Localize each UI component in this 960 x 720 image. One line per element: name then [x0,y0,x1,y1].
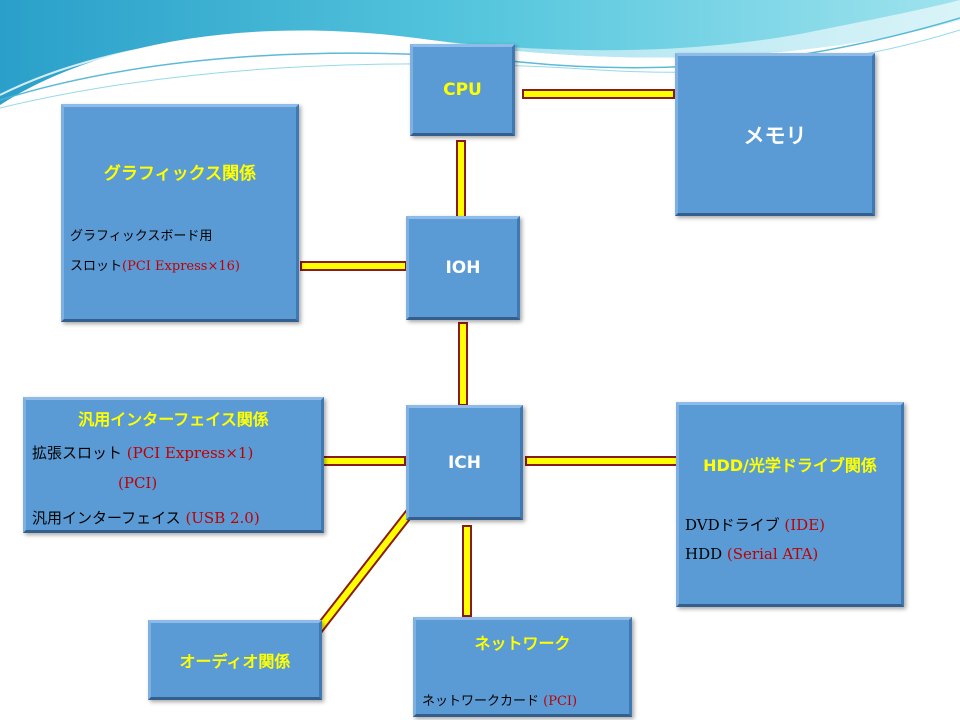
cpu-box: CPU [410,44,515,136]
connector-ich-storage [525,456,678,466]
general-interface-title: 汎用インターフェイス関係 [78,410,269,429]
connector-graphics-ioh [300,261,407,271]
cpu-title: CPU [443,80,482,100]
storage-line1-value: (IDE) [784,516,826,534]
network-title: ネットワーク [474,634,571,653]
ioh-title: IOH [445,258,481,278]
graphics-box: グラフィックス関係 グラフィックスボード用 スロット(PCI Express×1… [61,104,299,322]
ich-title: ICH [447,452,482,473]
general-interface-line2: (PCI) [118,474,158,492]
general-interface-box: 汎用インターフェイス関係 拡張スロット (PCI Express×1) (PCI… [23,397,324,533]
general-interface-line1-label: 拡張スロット [32,444,123,462]
general-interface-line1: 拡張スロット (PCI Express×1) [32,442,253,463]
graphics-title: グラフィックス関係 [103,164,257,184]
network-box: ネットワーク ネットワークカード (PCI) [413,617,632,717]
storage-box: HDD/光学ドライブ関係 DVDドライブ (IDE) HDD (Serial A… [676,402,904,607]
connector-cpu-memory [522,89,675,99]
connector-ioh-ich [458,322,468,406]
audio-box: オーディオ関係 [148,620,322,700]
connector-general-ich [322,456,406,466]
general-interface-line3-label: 汎用インターフェイス [32,509,181,527]
ich-box: ICH [406,405,523,520]
graphics-line2: スロット(PCI Express×16) [70,255,240,274]
connector-cpu-ioh [456,140,466,218]
storage-title: HDD/光学ドライブ関係 [703,456,877,475]
general-interface-line3: 汎用インターフェイス (USB 2.0) [32,507,260,528]
storage-line2: HDD (Serial ATA) [685,545,818,563]
storage-line2-value: (Serial ATA) [726,545,819,563]
storage-line1-label: DVDドライブ [685,516,780,534]
network-line1-label: ネットワークカード [422,694,540,709]
ioh-box: IOH [406,216,520,320]
storage-line1: DVDドライブ (IDE) [685,514,825,535]
general-interface-line1-value: (PCI Express×1) [126,444,254,462]
connector-ich-network [462,525,472,617]
audio-title: オーディオ関係 [179,652,291,671]
network-line1-value: (PCI) [543,694,578,709]
graphics-line2-label: スロット [70,259,123,274]
graphics-line2-value: (PCI Express×16) [122,259,240,274]
storage-line2-label: HDD [685,545,723,563]
network-line1: ネットワークカード (PCI) [422,690,577,709]
memory-title: メモリ [743,123,807,148]
graphics-line1: グラフィックスボード用 [70,229,213,244]
general-interface-line3-value: (USB 2.0) [185,509,260,527]
memory-box: メモリ [675,53,875,216]
